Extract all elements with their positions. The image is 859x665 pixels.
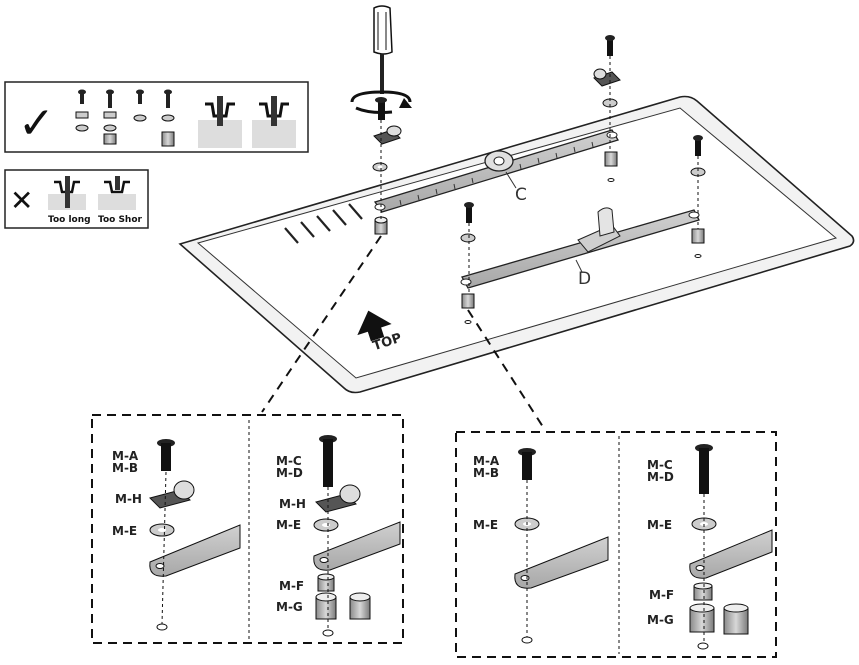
bracket-c: C bbox=[373, 129, 619, 213]
wrong-length-panel: ✕ Too long Too Shor bbox=[4, 169, 149, 229]
cross-mark-icon: ✕ bbox=[10, 184, 33, 217]
label-m-a: M-A bbox=[112, 449, 139, 463]
label-m-e-2: M-E bbox=[276, 518, 301, 532]
too-long-label: Too long bbox=[48, 215, 91, 225]
hardware-stack-right-top bbox=[593, 35, 621, 182]
hardware-stack-d-left bbox=[460, 202, 476, 324]
label-m-d-2: M-D bbox=[647, 470, 674, 484]
bracket-c-label: C bbox=[515, 185, 527, 205]
screwdriver-icon bbox=[373, 5, 393, 94]
label-m-c-2: M-C bbox=[647, 458, 673, 472]
label-m-d-1: M-D bbox=[276, 466, 303, 480]
label-m-e-4: M-E bbox=[647, 518, 672, 532]
vent-slots bbox=[284, 203, 363, 244]
assembly-guide-lines bbox=[380, 56, 699, 294]
label-m-e-3: M-E bbox=[473, 518, 498, 532]
label-m-b-2: M-B bbox=[473, 466, 499, 480]
correct-length-panel: ✓ bbox=[4, 81, 309, 153]
too-short-label: Too Shor bbox=[98, 215, 143, 225]
bracket-d: D bbox=[460, 207, 700, 289]
detail-box-right: M-A M-B M-E M-C M-D M-E M-F M-G bbox=[455, 431, 777, 658]
tv-panel: TOP bbox=[178, 95, 855, 394]
label-m-h-1: M-H bbox=[115, 492, 142, 506]
correct-fit-icons bbox=[198, 96, 296, 148]
rotate-arrow-icon bbox=[350, 90, 412, 114]
callout-lines bbox=[261, 235, 546, 431]
bracket-d-label: D bbox=[578, 269, 591, 289]
label-m-e-1: M-E bbox=[112, 524, 137, 538]
detail-box-left: M-A M-B M-H M-E M-C M-D M-H M-E M-F M-G bbox=[91, 414, 404, 644]
label-m-h-2: M-H bbox=[279, 497, 306, 511]
label-m-f-1: M-F bbox=[279, 579, 304, 593]
label-m-g-1: M-G bbox=[276, 600, 303, 614]
top-arrow-icon bbox=[357, 310, 392, 342]
screw-samples bbox=[78, 89, 172, 108]
label-m-a-2: M-A bbox=[473, 454, 500, 468]
label-m-b: M-B bbox=[112, 461, 138, 475]
label-m-f-2: M-F bbox=[649, 588, 674, 602]
label-m-g-2: M-G bbox=[647, 613, 674, 627]
check-mark-icon: ✓ bbox=[18, 98, 55, 149]
label-m-c-1: M-C bbox=[276, 454, 302, 468]
